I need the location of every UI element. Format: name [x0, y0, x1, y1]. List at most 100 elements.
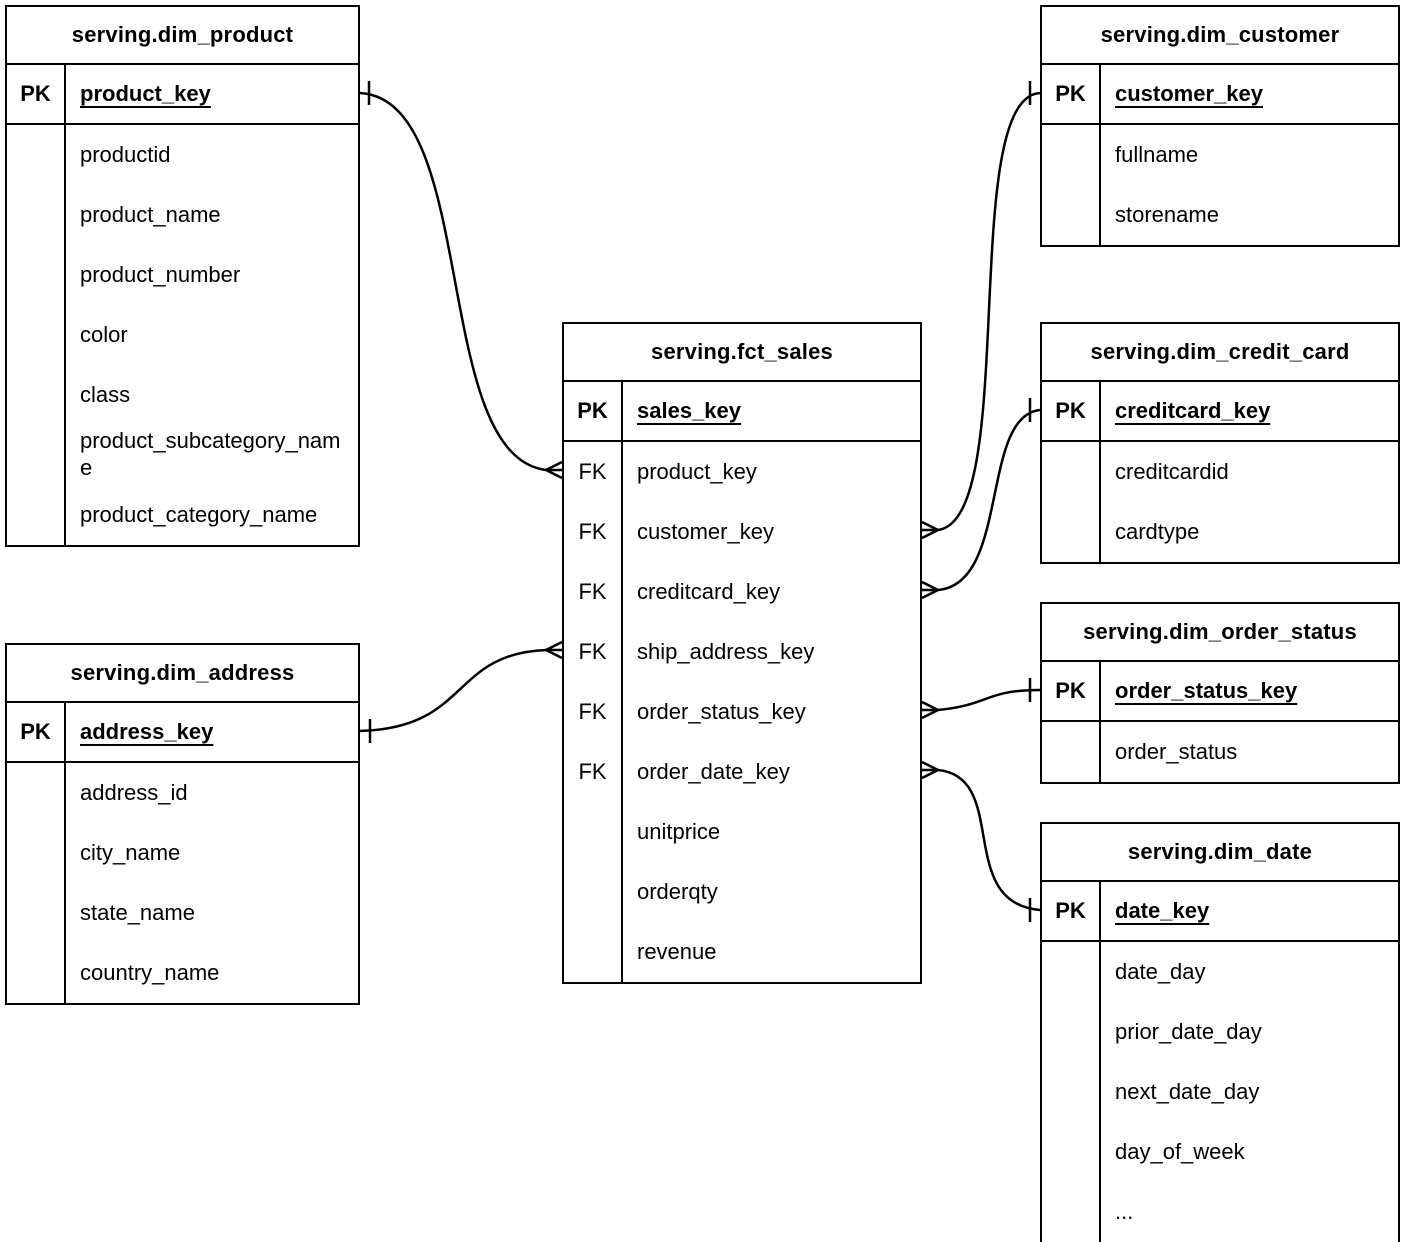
field-row: product_category_name — [7, 485, 358, 545]
field-name: creditcard_key — [637, 578, 781, 604]
table-title: serving.fct_sales — [564, 324, 920, 382]
fk-badge: FK — [564, 502, 623, 562]
key-badge — [7, 365, 66, 425]
field-name: orderqty — [637, 878, 718, 904]
key-badge — [7, 425, 66, 485]
field-row: cardtype — [1042, 502, 1398, 562]
key-badge — [1042, 1002, 1101, 1062]
field-name: order_date_key — [637, 758, 790, 784]
field-name: class — [80, 381, 131, 407]
field-row: orderqty — [564, 862, 920, 922]
pk-field-name: product_key — [80, 80, 211, 106]
crowsfoot-many-icon — [921, 580, 941, 600]
table-title: serving.dim_product — [7, 7, 358, 65]
field-name: color — [80, 321, 128, 347]
crowsfoot-many-icon — [921, 760, 941, 780]
field-name: customer_key — [637, 518, 774, 544]
key-badge — [7, 305, 66, 365]
pk-row: PK creditcard_key — [1042, 382, 1398, 442]
field-row: FK product_key — [564, 442, 920, 502]
field-name: cardtype — [1115, 518, 1200, 544]
relationship-line — [359, 648, 547, 733]
field-name: product_category_name — [80, 501, 318, 527]
field-row: order_status — [1042, 722, 1398, 782]
field-name: order_status — [1115, 738, 1238, 764]
table-dim-product: serving.dim_product PK product_key produ… — [5, 5, 360, 547]
key-badge — [7, 943, 66, 1003]
crowsfoot-many-icon — [543, 460, 563, 480]
pk-field-name: creditcard_key — [1115, 397, 1271, 423]
field-row: class — [7, 365, 358, 425]
key-badge — [7, 883, 66, 943]
key-badge — [7, 823, 66, 883]
pk-badge: PK — [1042, 382, 1101, 440]
field-row: product_name — [7, 185, 358, 245]
pk-row: PK sales_key — [564, 382, 920, 442]
relationship-sales-customer — [921, 81, 1041, 540]
field-row: city_name — [7, 823, 358, 883]
field-name: product_number — [80, 261, 241, 287]
relationship-line — [937, 91, 1041, 532]
field-name: state_name — [80, 899, 195, 925]
pk-row: PK customer_key — [1042, 65, 1398, 125]
field-name: storename — [1115, 201, 1219, 227]
field-name: fullname — [1115, 141, 1199, 167]
field-row: FK ship_address_key — [564, 622, 920, 682]
table-title: serving.dim_customer — [1042, 7, 1398, 65]
pk-row: PK order_status_key — [1042, 662, 1398, 722]
crowsfoot-many-icon — [543, 640, 563, 660]
relationship-sales-address — [359, 640, 563, 743]
key-badge — [7, 485, 66, 545]
pk-badge: PK — [1042, 662, 1101, 720]
field-row: creditcardid — [1042, 442, 1398, 502]
field-row: revenue — [564, 922, 920, 982]
key-badge — [1042, 502, 1101, 562]
key-badge — [1042, 1182, 1101, 1242]
table-dim-customer: serving.dim_customer PK customer_key ful… — [1040, 5, 1400, 247]
pk-row: PK date_key — [1042, 882, 1398, 942]
pk-field-name: customer_key — [1115, 80, 1263, 106]
field-row: FK order_date_key — [564, 742, 920, 802]
field-row: day_of_week — [1042, 1122, 1398, 1182]
key-badge — [1042, 942, 1101, 1002]
field-row: product_number — [7, 245, 358, 305]
field-name: productid — [80, 141, 171, 167]
field-name: ship_address_key — [637, 638, 815, 664]
fk-badge: FK — [564, 442, 623, 502]
field-row: fullname — [1042, 125, 1398, 185]
pk-field-name: order_status_key — [1115, 677, 1298, 703]
pk-badge: PK — [1042, 65, 1101, 123]
key-badge — [1042, 125, 1101, 185]
field-row: ... — [1042, 1182, 1398, 1242]
field-name: ... — [1115, 1198, 1134, 1224]
fk-badge: FK — [564, 562, 623, 622]
key-badge — [1042, 442, 1101, 502]
relationship-sales-orderstatus — [921, 678, 1041, 720]
field-name: country_name — [80, 959, 220, 985]
field-name: next_date_day — [1115, 1078, 1260, 1104]
table-dim-address: serving.dim_address PK address_key addre… — [5, 643, 360, 1005]
field-name: prior_date_day — [1115, 1018, 1262, 1044]
key-badge — [1042, 185, 1101, 245]
key-badge — [564, 922, 623, 982]
field-name: revenue — [637, 938, 717, 964]
table-dim-date: serving.dim_date PK date_key date_day pr… — [1040, 822, 1400, 1242]
pk-field-name: address_key — [80, 718, 214, 744]
relationship-sales-date — [921, 760, 1041, 922]
field-row: prior_date_day — [1042, 1002, 1398, 1062]
fk-badge: FK — [564, 682, 623, 742]
field-name: address_id — [80, 779, 188, 805]
field-name: product_key — [637, 458, 757, 484]
field-name: date_day — [1115, 958, 1206, 984]
relationship-line — [937, 408, 1041, 592]
pk-row: PK address_key — [7, 703, 358, 763]
pk-field-name: sales_key — [637, 397, 741, 423]
field-row: product_subcategory_name — [7, 425, 358, 485]
field-row: storename — [1042, 185, 1398, 245]
field-name: city_name — [80, 839, 181, 865]
field-name: creditcardid — [1115, 458, 1229, 484]
field-row: FK customer_key — [564, 502, 920, 562]
table-title: serving.dim_order_status — [1042, 604, 1398, 662]
key-badge — [7, 185, 66, 245]
